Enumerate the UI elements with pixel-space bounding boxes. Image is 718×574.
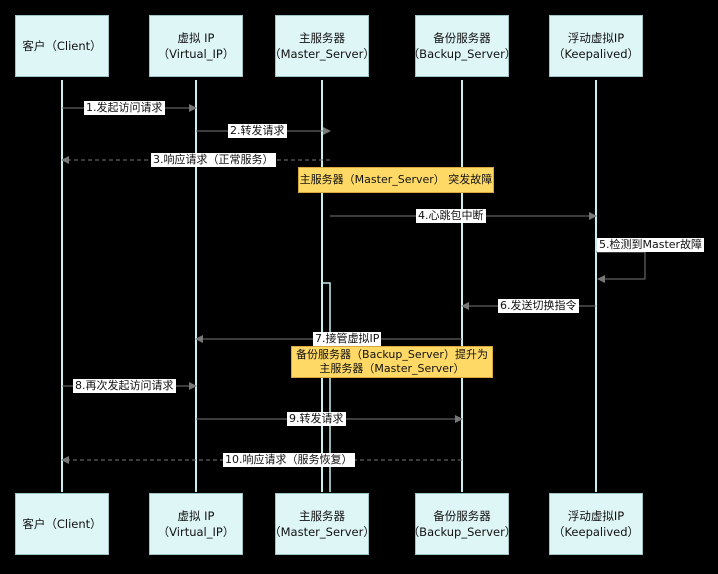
actor-backup-server-bottom: 备份服务器 （Backup_Server） <box>408 493 516 555</box>
actor-master-server-label: 主服务器 <box>299 31 345 45</box>
message-5-arrow <box>596 251 646 283</box>
message-5-label: 5.检测到Master故障 <box>597 238 705 252</box>
message-3-label: 3.响应请求（正常服务） <box>151 153 276 167</box>
actor-keepalived-top: 浮动虚拟IP （Keepalived） <box>549 15 643 77</box>
actor-virtual-ip-label: 虚拟 IP <box>177 31 215 45</box>
note-backup-promoted-line1: 备份服务器（Backup_Server）提升为 <box>296 348 488 361</box>
note-master-failure-text: 主服务器（Master_Server） 突发故障 <box>299 173 493 186</box>
note-backup-promoted: 备份服务器（Backup_Server）提升为 主服务器（Master_Serv… <box>291 346 493 378</box>
actor-virtual-ip-sublabel: （Virtual_IP） <box>157 525 235 539</box>
actor-virtual-ip-top: 虚拟 IP （Virtual_IP） <box>149 15 243 77</box>
actor-keepalived-label: 浮动虚拟IP <box>567 31 625 45</box>
actor-client-label: 客户（Client） <box>22 517 102 531</box>
note-master-failure: 主服务器（Master_Server） 突发故障 <box>298 167 494 193</box>
actor-master-server-sublabel: （Master_Server） <box>269 525 375 539</box>
note-backup-promoted-line2: 主服务器（Master_Server） <box>319 362 465 375</box>
actor-master-server-bottom: 主服务器 （Master_Server） <box>269 493 375 555</box>
actor-backup-server-label: 备份服务器 <box>433 31 491 45</box>
actor-master-server-sublabel: （Master_Server） <box>269 47 375 61</box>
message-10-label: 10.响应请求（服务恢复） <box>223 453 355 467</box>
actor-keepalived-bottom: 浮动虚拟IP （Keepalived） <box>549 493 643 555</box>
message-4-label: 4.心跳包中断 <box>416 209 486 223</box>
actor-backup-server-sublabel: （Backup_Server） <box>407 525 517 539</box>
message-9-label: 9.转发请求 <box>287 412 346 426</box>
message-1-label: 1.发起访问请求 <box>84 101 165 115</box>
actor-client-top: 客户（Client） <box>15 15 109 77</box>
actor-client-label: 客户（Client） <box>22 39 102 53</box>
master-failure-bracket <box>321 282 331 492</box>
message-7-label: 7.接管虚拟IP <box>313 332 382 346</box>
actor-virtual-ip-bottom: 虚拟 IP （Virtual_IP） <box>149 493 243 555</box>
message-6-label: 6.发送切换指令 <box>498 299 579 313</box>
actor-virtual-ip-sublabel: （Virtual_IP） <box>157 47 235 61</box>
actor-backup-server-sublabel: （Backup_Server） <box>407 47 517 61</box>
actor-backup-server-top: 备份服务器 （Backup_Server） <box>408 15 516 77</box>
actor-keepalived-label: 浮动虚拟IP <box>567 509 625 523</box>
message-2-label: 2.转发请求 <box>228 124 287 138</box>
actor-backup-server-label: 备份服务器 <box>433 509 491 523</box>
actor-keepalived-sublabel: （Keepalived） <box>552 47 640 61</box>
actor-master-server-top: 主服务器 （Master_Server） <box>269 15 375 77</box>
actor-virtual-ip-label: 虚拟 IP <box>177 509 215 523</box>
message-8-label: 8.再次发起访问请求 <box>73 379 176 393</box>
actor-master-server-label: 主服务器 <box>299 509 345 523</box>
actor-keepalived-sublabel: （Keepalived） <box>552 525 640 539</box>
actor-client-bottom: 客户（Client） <box>15 493 109 555</box>
